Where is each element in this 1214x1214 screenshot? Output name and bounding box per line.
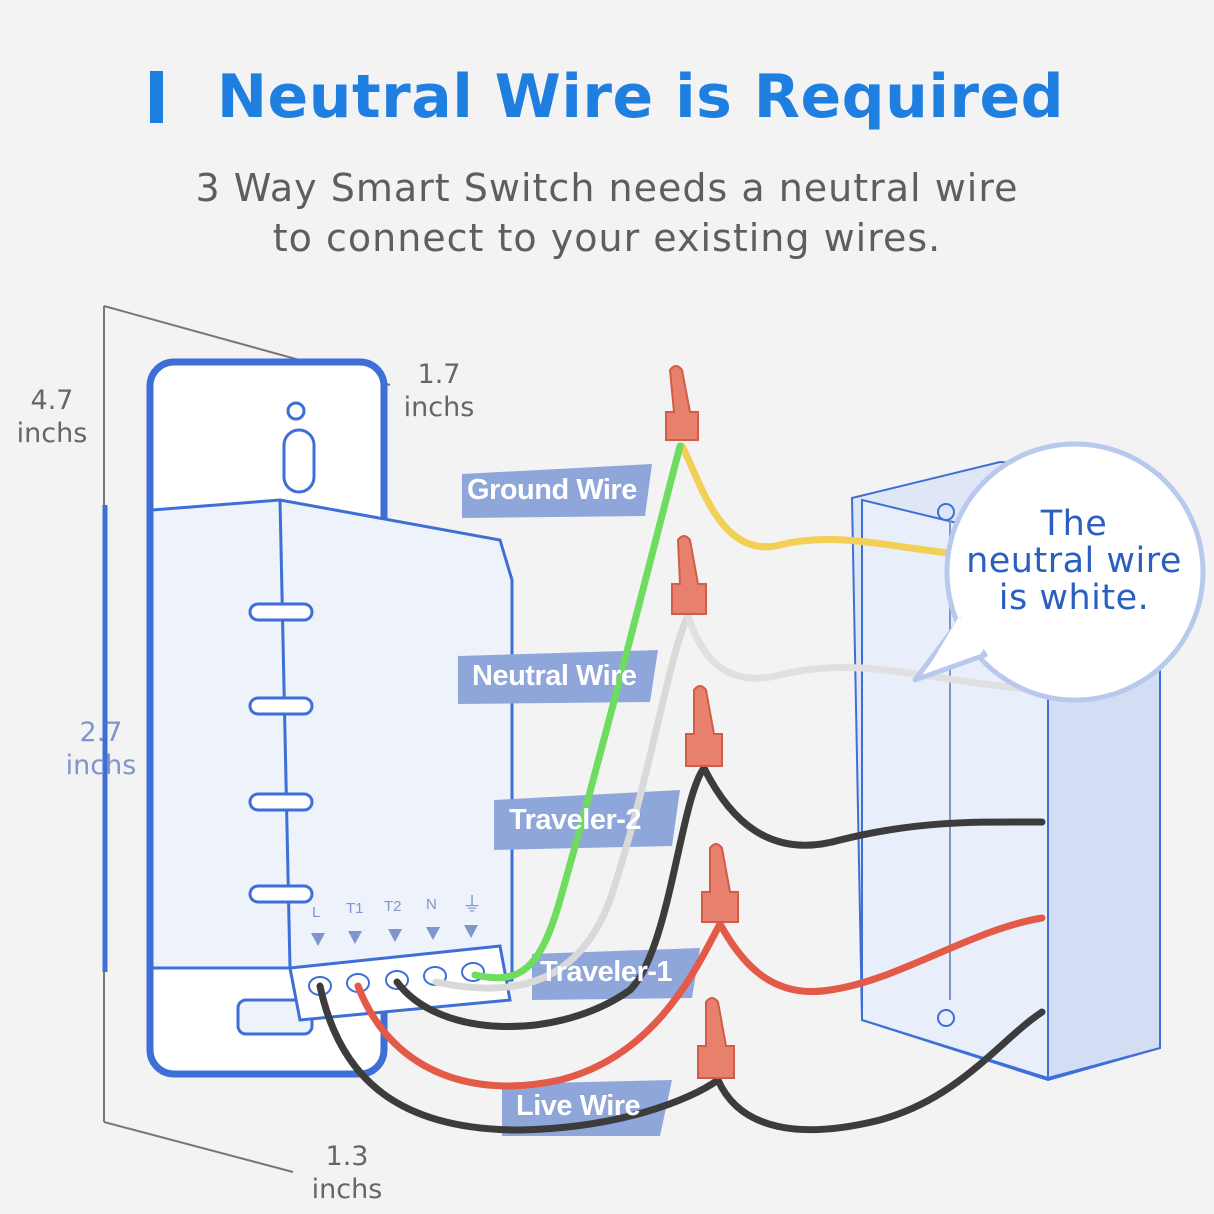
live-wire-label: Live Wire xyxy=(516,1090,641,1122)
wire-nut-traveler2 xyxy=(685,685,723,767)
terminal-label-n: N xyxy=(426,896,437,913)
traveler1-label: Traveler-1 xyxy=(540,956,673,988)
ground-wire-path xyxy=(471,442,684,982)
terminal-label-t2: T2 xyxy=(384,898,402,915)
callout-text: The neutral wire is white. xyxy=(944,506,1204,617)
live-connector-wire xyxy=(354,920,724,1090)
wire-nut-ground xyxy=(665,365,699,441)
live-wire-path xyxy=(316,982,722,1134)
terminal-label-ground: ⏚ xyxy=(462,894,482,916)
ground-wire-label: Ground Wire xyxy=(467,474,637,506)
callout-bubble xyxy=(912,441,1206,703)
callout-line-1: The xyxy=(1040,504,1108,544)
title-text: Neutral Wire is Required xyxy=(216,62,1065,132)
live-wire-box xyxy=(714,1008,1046,1134)
title-accent-bar xyxy=(149,71,163,123)
terminal-label-l: L xyxy=(312,904,321,921)
terminal-arrows xyxy=(311,925,478,946)
wire-nut-neutral xyxy=(671,535,707,615)
subtitle-line-2: to connect to your existing wires. xyxy=(272,216,942,260)
label-tags xyxy=(458,464,700,1136)
yellow-wire xyxy=(678,442,974,559)
wire-nut-traveler1 xyxy=(701,843,739,923)
page-title: Neutral Wire is Required xyxy=(0,62,1214,132)
traveler2-wire xyxy=(393,764,708,1031)
wire-nut-live xyxy=(697,997,735,1079)
traveler2-label: Traveler-2 xyxy=(509,804,642,836)
neutral-wire-path xyxy=(432,612,692,992)
callout-line-2: neutral wire xyxy=(966,541,1182,581)
neutral-wire-box xyxy=(684,612,1044,694)
wires xyxy=(316,442,1046,1134)
callout-line-3: is white. xyxy=(998,578,1150,618)
neutral-wire-label: Neutral Wire xyxy=(472,660,637,692)
traveler2-wire-box xyxy=(700,764,1046,849)
traveler1-red-box xyxy=(716,914,1046,995)
subtitle-line-1: 3 Way Smart Switch needs a neutral wire xyxy=(195,166,1019,210)
terminal-label-t1: T1 xyxy=(346,900,364,917)
wire-nuts xyxy=(665,365,739,1079)
switch-body xyxy=(150,498,514,1022)
